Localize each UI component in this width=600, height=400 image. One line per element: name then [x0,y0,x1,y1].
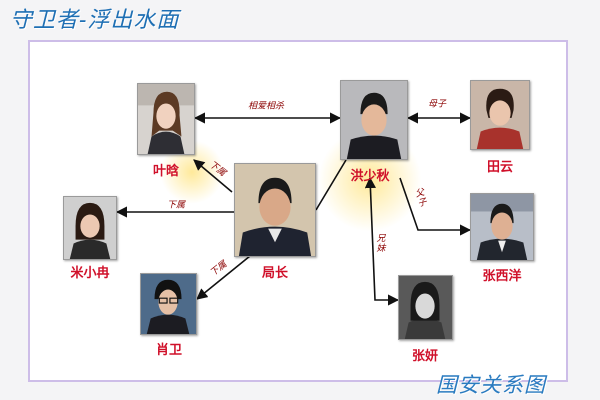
relation-label-hong-zhangy: 兄妹 [374,233,385,253]
person-name-xiao: 肖卫 [155,343,183,358]
relation-label-hong-tian: 母子 [427,99,447,110]
edge-ju-xiao [196,255,251,300]
portrait-ju [234,163,316,257]
edge-hong-zhangy [364,176,400,306]
diagram-title: 守卫者-浮出水面 [10,8,180,33]
person-name-zhangy: 张妍 [411,349,439,364]
portrait-tian [470,80,530,150]
person-name-mi: 米小冉 [70,266,110,281]
person-name-zhangxy: 张西洋 [482,269,522,284]
portrait-mi [63,196,117,260]
edge-hong-zhangxy [399,177,472,236]
relation-label-ju-mi: 下属 [166,200,186,211]
portrait-hong [340,80,408,160]
person-name-ju: 局长 [261,266,289,281]
portrait-xiao [140,273,197,335]
portrait-zhangxy [470,193,534,261]
portrait-zhangy [398,275,453,340]
person-name-tian: 田云 [486,160,514,175]
person-name-hong: 洪少秋 [350,169,390,184]
edge-ju-ye [193,159,233,193]
edge-ju-hong [315,159,347,211]
relation-label-ye-hong: 相爱相杀 [247,101,285,112]
diagram-footer-title: 国安关系图 [436,373,546,397]
portrait-ye [137,83,195,155]
person-name-ye: 叶晗 [152,164,180,179]
